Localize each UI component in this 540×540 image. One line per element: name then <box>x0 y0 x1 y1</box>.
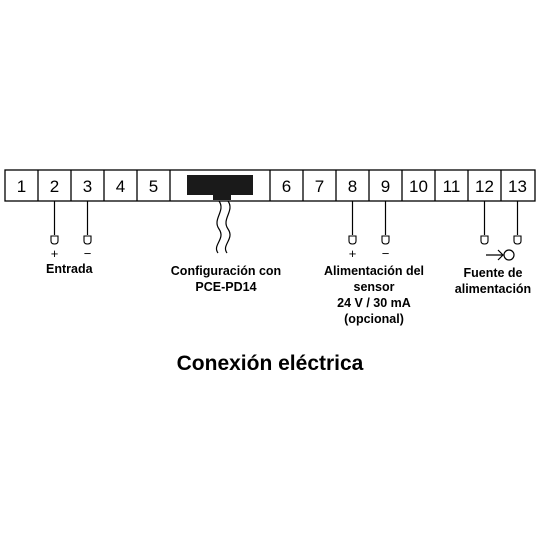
label-fuente-line-1: Fuente de <box>463 266 523 280</box>
polarity-plus-sensor: + <box>349 246 357 261</box>
connector-block <box>187 175 253 195</box>
terminal-3: 3 <box>83 177 92 196</box>
config-cable <box>216 200 231 254</box>
terminal-12: 12 <box>475 177 494 196</box>
connector-tab <box>213 195 231 200</box>
terminal-symbol-12 <box>480 235 489 245</box>
terminal-11: 11 <box>443 177 461 196</box>
terminal-symbol-2 <box>50 235 59 245</box>
terminal-10: 10 <box>409 177 428 196</box>
label-entrada-text: Entrada <box>46 262 93 276</box>
label-alimentacion-line-4: (opcional) <box>344 312 404 326</box>
label-configuracion-line-1: Configuración con <box>170 264 282 278</box>
terminal-7: 7 <box>315 177 324 196</box>
terminal-1: 1 <box>17 177 26 196</box>
polarity-plus-entrada: + <box>51 246 59 261</box>
label-alimentacion-line-2: sensor <box>353 280 395 294</box>
arrow-circle-icon <box>486 249 515 261</box>
polarity-minus-entrada: − <box>84 246 92 261</box>
terminal-6: 6 <box>282 177 291 196</box>
diagram-caption: Conexión eléctrica <box>176 352 364 375</box>
label-alimentacion-line-1: Alimentación del <box>323 264 425 278</box>
terminal-4: 4 <box>116 177 125 196</box>
label-fuente-line-2: alimentación <box>454 282 532 296</box>
terminal-13: 13 <box>508 177 527 196</box>
terminal-symbol-9 <box>381 235 390 245</box>
label-configuracion: Configuración con PCE-PD14 <box>156 263 296 295</box>
terminal-symbol-3 <box>83 235 92 245</box>
polarity-minus-sensor: − <box>382 246 390 261</box>
terminal-8: 8 <box>348 177 357 196</box>
label-fuente: Fuente de alimentación <box>445 265 540 297</box>
terminal-2: 2 <box>50 177 59 196</box>
terminal-strip <box>4 169 536 202</box>
terminal-symbol-13 <box>513 235 522 245</box>
label-configuracion-line-2: PCE-PD14 <box>195 280 257 294</box>
label-alimentacion-line-3: 24 V / 30 mA <box>337 296 411 310</box>
label-alimentacion-sensor: Alimentación del sensor 24 V / 30 mA (op… <box>310 263 438 327</box>
label-entrada: Entrada <box>46 261 93 277</box>
terminal-5: 5 <box>149 177 158 196</box>
terminal-symbol-8 <box>348 235 357 245</box>
terminal-9: 9 <box>381 177 390 196</box>
